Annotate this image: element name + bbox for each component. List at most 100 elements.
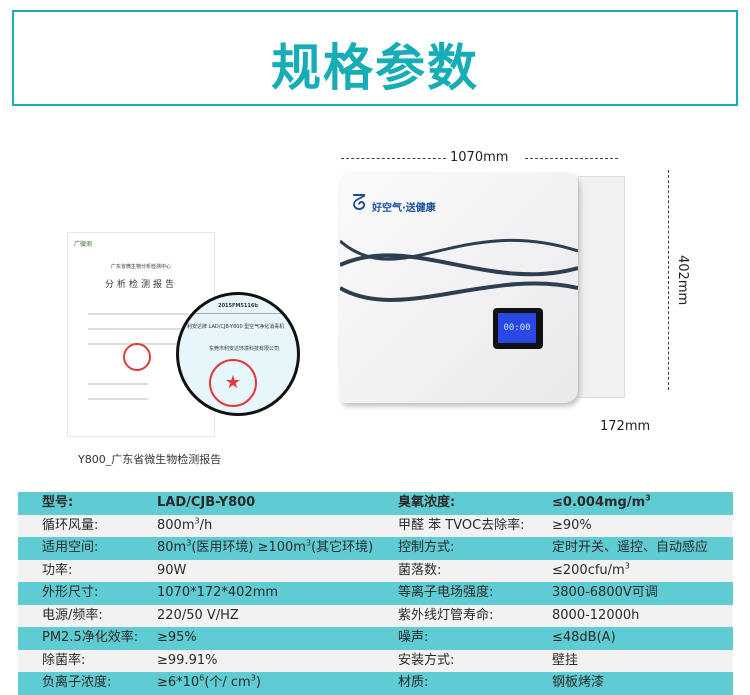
brand-logo-icon: ᘔ [352,191,367,216]
report-doc-title: 分析检测报告 [104,280,177,290]
spec-value-part: 8000-12000h [552,607,640,623]
spec-label-part: 控制方式: [398,540,455,555]
spec-label-part: 型号: [42,495,74,510]
height-dimension: 402mm [675,255,690,306]
spec-row: 循环风量: 800m3/h 甲醛 苯 TVOC去除率: ≥90% [18,514,733,538]
spec-label: 菌落数: [398,560,441,583]
spec-row: PM2.5净化效率: ≥95% 噪声: ≤48dB(A) [18,627,733,650]
spec-value-part: 90W [157,562,187,578]
spec-value-part: 3 [194,516,200,526]
spec-value: 1070*172*402mm [157,582,278,605]
spec-label: 外形尺寸: [42,582,98,605]
spec-value: ≥99.91% [157,650,217,673]
spec-label: 材质: [398,672,428,695]
spec-value: ≥6*106(个/ cm3) [157,672,261,695]
spec-value-part: 800m [157,517,195,533]
spec-value-part: ≤200cfu/m [552,562,625,578]
device-side [578,176,625,398]
lcd-time: 00:00 [498,313,536,343]
spec-label-part: 菌落数: [398,562,442,578]
spec-value: LAD/CJB-Y800 [157,492,255,515]
spec-value: 8000-12000h [552,605,639,628]
spec-label: 噪声: [398,627,428,650]
spec-label-part: 臭氧浓度: [398,495,456,510]
spec-label: 适用空间: [42,537,98,560]
spec-label: 安装方式: [398,650,454,673]
spec-value-part: 3 [645,493,651,503]
spec-label: 型号: [42,492,73,515]
spec-value-part: ) [255,675,261,690]
spec-value-part: 钢板烤漆 [552,675,605,690]
spec-value-part: 3 [624,561,630,571]
spec-label-part: 噪声: [398,630,429,645]
spec-value-part: ≥99.91% [157,652,218,668]
spec-value: 90W [157,560,186,583]
width-dimension: 1070mm [450,150,509,165]
spec-value: ≤0.004mg/m3 [552,492,651,515]
report-number: 2015FM5116b [218,303,258,309]
spec-value-part: /h [199,517,213,533]
spec-label: PM2.5净化效率: [42,627,138,650]
spec-label-part: 安装方式: [398,652,455,668]
spec-label-part: 负离子浓度: [42,675,112,690]
spec-row: 电源/频率: 220/50 V/HZ 紫外线灯管寿命: 8000-12000h [18,604,733,628]
spec-value: 钢板烤漆 [552,672,604,695]
spec-label-part: 紫外线灯管寿命: [398,607,494,623]
spec-row: 除菌率: ≥99.91% 安装方式: 壁挂 [18,649,733,673]
spec-value-part: 3 [186,538,192,548]
spec-value-part: ≥90% [552,517,592,533]
spec-row: 型号: LAD/CJB-Y800 臭氧浓度: ≤0.004mg/m3 [18,492,733,515]
spec-value: 定时开关、遥控、自动感应 [552,537,708,560]
report-product: 利安达牌 LAD/CJB-Y800 型空气净化消毒机 [187,324,285,330]
spec-value: ≤200cfu/m3 [552,560,630,583]
wave-decoration [340,238,578,302]
spec-label: 紫外线灯管寿命: [398,605,493,628]
spec-value: 壁挂 [552,650,578,673]
spec-label-part: 循环风量: [42,517,99,533]
air-purifier-image: ᘔ 好空气·送健康 [340,173,578,403]
spec-label: 等离子电场强度: [398,582,493,605]
spec-row: 功率: 90W 菌落数: ≤200cfu/m3 [18,559,733,583]
spec-value: 800m3/h [157,515,212,538]
spec-label: 功率: [42,560,72,583]
spec-value-part: 壁挂 [552,652,579,668]
spec-value-part: (个/ cm [204,675,251,690]
spec-value-part: 定时开关、遥控、自动感应 [552,540,709,555]
spec-value-part: 220/50 V/HZ [157,607,239,623]
spec-label-part: 除菌率: [42,652,86,668]
spec-label-part: 电源/频率: [42,607,103,623]
lcd-display: 00:00 [493,308,543,349]
spec-row: 负离子浓度: ≥6*106(个/ cm3) 材质: 钢板烤漆 [18,672,733,695]
spec-label-part: 外形尺寸: [42,585,99,600]
spec-label: 除菌率: [42,650,85,673]
magnifier-detail: 2015FM5116b 利安达牌 LAD/CJB-Y800 型空气净化消毒机 东… [176,292,300,416]
spec-value-part: 80m [157,540,187,555]
spec-label: 负离子浓度: [42,672,111,695]
spec-label: 臭氧浓度: [398,492,455,515]
report-company: 东莞市利安达环境科技有限公司 [209,346,280,352]
spec-label-part: 材质: [398,675,429,690]
title-box: 规格参数 [12,10,738,106]
spec-value: ≥95% [157,627,197,650]
spec-value-part: 3 [305,538,312,548]
spec-label-part: 甲醛 苯 TVOC去除率: [398,517,525,533]
red-stamp-icon [123,343,151,371]
report-brand: 广微测 [74,241,93,248]
report-caption: Y800_广东省微生物检测报告 [78,453,222,466]
spec-row: 外形尺寸: 1070*172*402mm 等离子电场强度: 3800-6800V可调 [18,582,733,605]
spec-label: 循环风量: [42,515,98,538]
depth-dimension: 172mm [600,419,651,434]
spec-value-part: 3 [250,673,256,683]
spec-value-part: ≥95% [157,630,197,645]
report-org: 广东省微生物分析检测中心 [110,264,171,270]
slogan: 好空气·送健康 [372,203,436,214]
spec-row: 适用空间:80m3(医用环境) ≥100m3(其它环境)控制方式:定时开关、遥控… [18,537,733,560]
spec-value-part: 6 [199,673,205,683]
spec-table: 型号: LAD/CJB-Y800 臭氧浓度: ≤0.004mg/m3 循环风量: 800m… [18,492,733,695]
spec-value: ≤48dB(A) [552,627,616,650]
spec-value-part: 1070*172*402mm [157,585,279,600]
spec-value-part: ≥6*10 [157,675,200,690]
spec-label-part: 等离子电场强度: [398,585,494,600]
spec-value: 3800-6800V可调 [552,582,658,605]
spec-label-part: PM2.5净化效率: [42,630,139,645]
